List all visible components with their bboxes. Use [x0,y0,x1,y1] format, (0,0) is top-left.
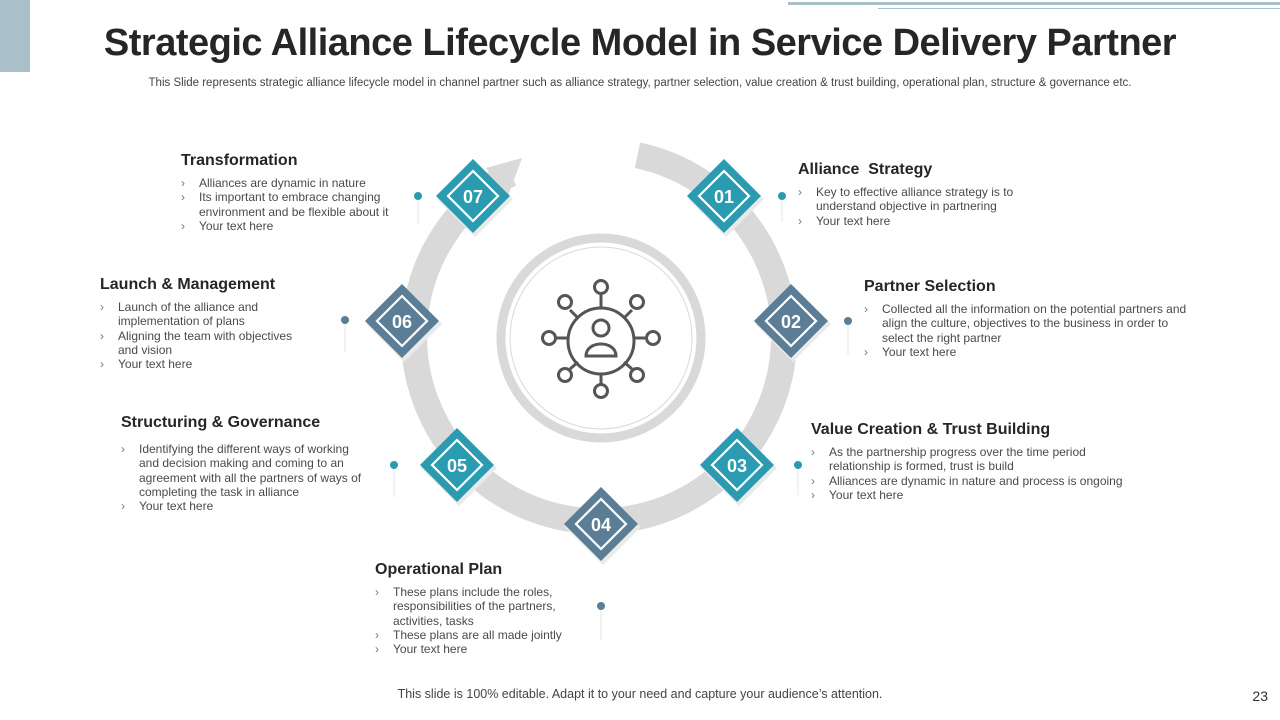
badge-number-03: 03 [727,456,747,476]
stage-points: Key to effective alliance strategy is to… [798,185,1048,228]
connector-dot-01 [778,192,786,200]
stage-points: Launch of the alliance and implementatio… [100,300,310,372]
stage-block-alliance-strategy: Alliance Strategy Key to effective allia… [798,161,1048,228]
badge-06: 06 [365,284,442,362]
stage-block-operational-plan: Operational Plan These plans include the… [375,561,580,657]
center-inner-circle [509,246,693,430]
badge-number-05: 05 [447,456,467,476]
badge-number-02: 02 [781,312,801,332]
stage-title: Operational Plan [375,561,503,578]
center-outer-circle [496,233,706,443]
connector-dot-05 [390,461,398,469]
network-person-icon [541,279,661,399]
stage-title: Transformation [181,152,298,169]
stage-point: Your text here [811,488,1101,503]
stage-title: Structuring & Governance [121,414,321,431]
page-subtitle: This Slide represents strategic alliance… [148,77,1132,89]
stage-point: Your text here [181,219,396,234]
stage-point: Your text here [121,499,371,514]
stage-title: Alliance Strategy [798,161,933,178]
page-number: 23 [1252,688,1268,704]
stage-point: Launch of the alliance and implementatio… [100,300,310,329]
badge-07: 07 [436,159,513,237]
connector-dot-06 [341,316,349,324]
stage-point: Alliances are dynamic in nature and proc… [811,474,1123,489]
top-accent-line-thin [878,8,1280,9]
stage-block-partner-selection: Partner Selection Collected all the info… [864,278,1194,359]
stage-point: Your text here [375,642,580,657]
badge-01: 01 [687,159,764,237]
stage-point: Collected all the information on the pot… [864,302,1194,345]
badge-05: 05 [420,428,497,506]
stage-points: As the partnership progress over the tim… [811,445,1123,503]
stage-point: Key to effective alliance strategy is to… [798,185,1048,214]
stage-point: Identifying the different ways of workin… [121,442,371,499]
badge-number-04: 04 [591,515,611,535]
page-title: Strategic Alliance Lifecycle Model in Se… [103,22,1177,64]
stage-block-structuring-governance: Structuring & Governance Identifying the… [121,414,371,514]
stage-points: Collected all the information on the pot… [864,302,1194,359]
badge-number-06: 06 [392,312,412,332]
connector-dot-02 [844,317,852,325]
badge-number-07: 07 [463,187,483,207]
stage-point: Your text here [864,345,1194,360]
connector-dot-03 [794,461,802,469]
stage-title: Partner Selection [864,278,996,295]
top-accent-line [788,2,1280,5]
badge-02: 02 [754,284,831,362]
stage-points: Identifying the different ways of workin… [121,442,371,514]
stage-title: Launch & Management [100,276,276,293]
stage-point: Alliances are dynamic in nature [181,176,396,191]
connector-dot-04 [597,602,605,610]
stage-title: Value Creation & Trust Building [811,421,1051,438]
stage-point: These plans are all made jointly [375,628,580,643]
stage-block-value-creation: Value Creation & Trust Building As the p… [811,421,1151,502]
badge-number-01: 01 [714,187,734,207]
stage-point: These plans include the roles, responsib… [375,585,580,628]
stage-points: These plans include the roles, responsib… [375,585,580,657]
stage-point: Aligning the team with objectives and vi… [100,329,310,358]
stage-point: Its important to embrace changing enviro… [181,190,396,219]
corner-accent [0,0,30,72]
connector-dot-07 [414,192,422,200]
stage-block-launch-management: Launch & Management Launch of the allian… [100,276,310,372]
badge-04: 04 [564,487,641,565]
cycle-ring-arrowhead [486,158,522,196]
stage-point: Your text here [100,357,310,372]
stage-point: Your text here [798,214,1048,229]
stage-point: As the partnership progress over the tim… [811,445,1101,474]
stage-block-transformation: Transformation Alliances are dynamic in … [181,152,396,233]
stage-points: Alliances are dynamic in nature Its impo… [181,176,396,233]
footer-note: This slide is 100% editable. Adapt it to… [397,687,883,701]
badge-03: 03 [700,428,777,506]
connector-dots [341,192,852,640]
